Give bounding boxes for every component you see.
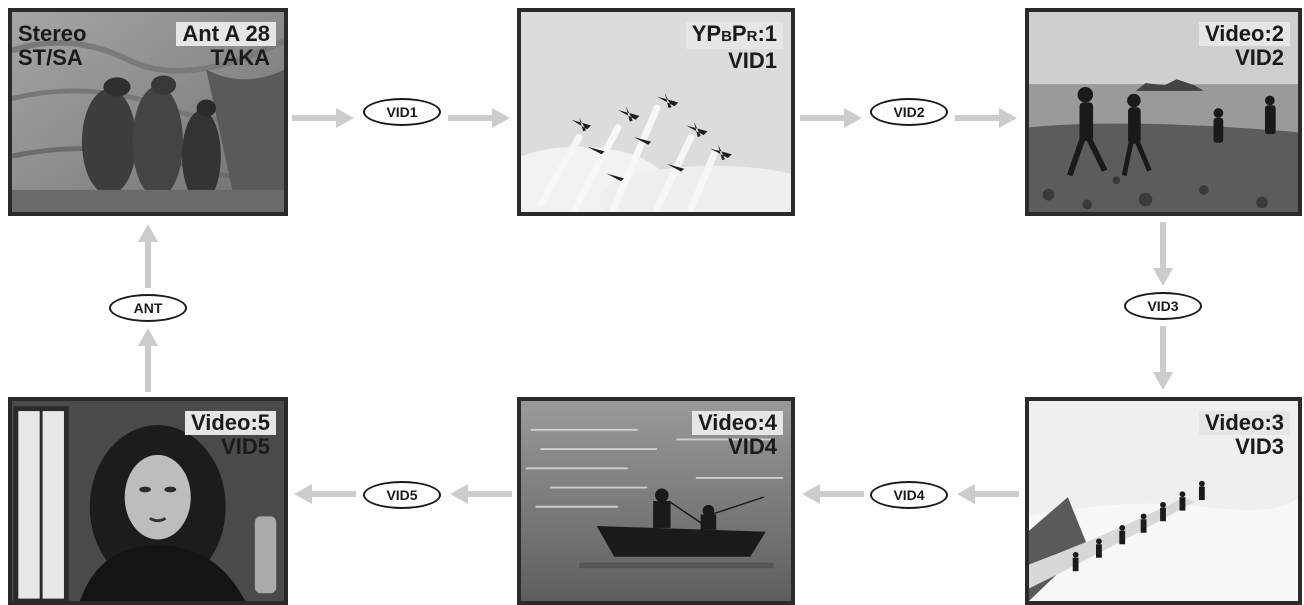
vid3-osd: Video:3 VID3 — [1198, 411, 1290, 459]
ant-right-osd: Ant A 28 TAKA — [176, 22, 276, 70]
vid5-button[interactable]: VID5 — [363, 481, 441, 509]
ypbpr-label: YPBPR:1 — [685, 21, 783, 49]
panel-vid4: Video:4 VID4 — [517, 397, 795, 605]
vid5-source-label: VID5 — [221, 434, 270, 459]
arrow-vid2-to-vid3-b — [1153, 326, 1173, 390]
arrow-vid1-to-vid2-a — [800, 108, 862, 128]
ypbpr-part-r: R — [746, 28, 758, 45]
video3-label: Video:3 — [1198, 411, 1290, 435]
vid5-osd: Video:5 VID5 — [184, 411, 276, 459]
arrow-ant-to-vid1-a — [292, 108, 354, 128]
panel-vid3: Video:3 VID3 — [1025, 397, 1302, 605]
vid4-osd: Video:4 VID4 — [691, 411, 783, 459]
ypbpr-part-num: :1 — [757, 21, 777, 46]
arrow-vid3-to-vid4-b — [802, 484, 864, 504]
stereo-label: Stereo — [18, 21, 87, 46]
arrow-vid5-to-ant-a — [138, 328, 158, 392]
vid2-osd: Video:2 VID2 — [1198, 22, 1290, 70]
arrow-vid1-to-vid2-b — [955, 108, 1017, 128]
vid4-source-label: VID4 — [728, 434, 777, 459]
arrow-vid2-to-vid3-a — [1153, 222, 1173, 286]
ant-button[interactable]: ANT — [109, 294, 187, 322]
arrow-vid4-to-vid5-a — [450, 484, 512, 504]
st-sa-label: ST/SA — [18, 45, 83, 70]
video4-label: Video:4 — [691, 411, 783, 435]
channel-label: Ant A 28 — [176, 22, 276, 46]
vid1-source-label: VID1 — [728, 48, 777, 73]
vid4-button[interactable]: VID4 — [870, 481, 948, 509]
arrow-vid4-to-vid5-b — [294, 484, 356, 504]
portrait-image — [12, 401, 284, 601]
station-label: TAKA — [210, 45, 270, 70]
arrow-vid5-to-ant-b — [138, 224, 158, 288]
panel-vid5: Video:5 VID5 — [8, 397, 288, 605]
panel-vid1: YPBPR:1 VID1 — [517, 8, 795, 216]
ypbpr-part-b: B — [721, 28, 732, 45]
ypbpr-part-p: P — [731, 21, 747, 46]
ypbpr-part-yp: YP — [691, 21, 722, 46]
vid1-button[interactable]: VID1 — [363, 98, 441, 126]
vid2-source-label: VID2 — [1235, 45, 1284, 70]
video5-label: Video:5 — [184, 411, 276, 435]
vid1-osd: YPBPR:1 VID1 — [685, 21, 783, 73]
vid3-source-label: VID3 — [1235, 434, 1284, 459]
ant-left-osd: Stereo ST/SA — [18, 22, 86, 70]
vid3-button[interactable]: VID3 — [1124, 292, 1202, 320]
arrow-ant-to-vid1-b — [448, 108, 510, 128]
vid2-button[interactable]: VID2 — [870, 98, 948, 126]
panel-vid2: Video:2 VID2 — [1025, 8, 1302, 216]
fishing-boat-image — [521, 401, 791, 601]
arrow-vid3-to-vid4-a — [957, 484, 1019, 504]
panel-ant-stereo: Stereo ST/SA Ant A 28 TAKA — [8, 8, 288, 216]
video2-label: Video:2 — [1198, 22, 1290, 46]
